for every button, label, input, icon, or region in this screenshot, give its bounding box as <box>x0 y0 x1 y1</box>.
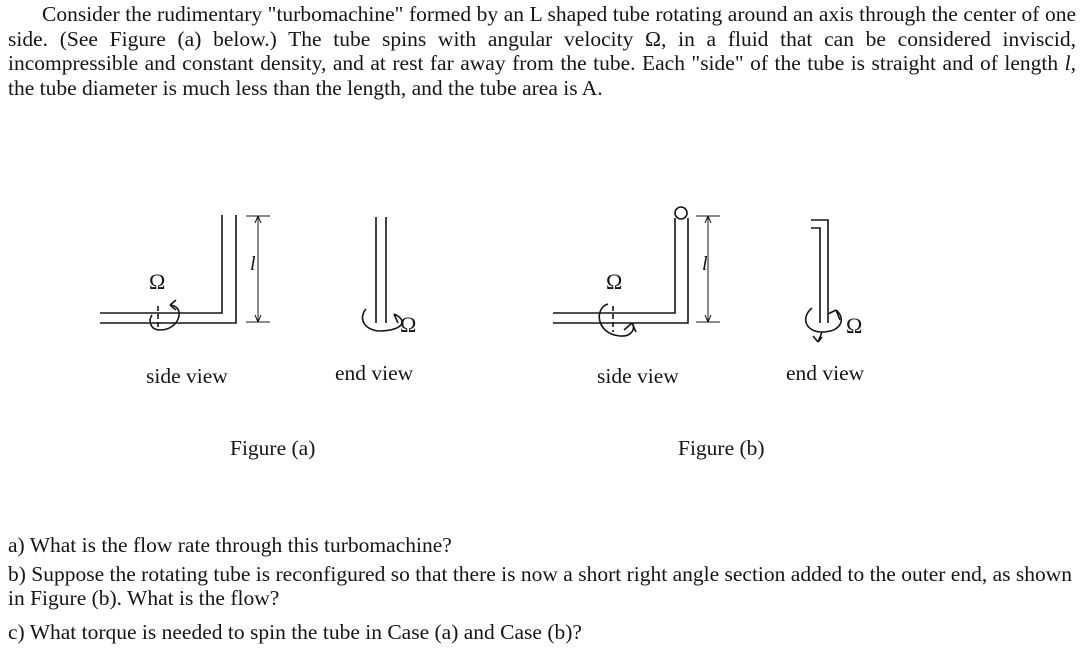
figure-b-tube-outer <box>553 218 676 314</box>
figure-b-rotation-arrow-tail <box>812 331 823 343</box>
figure-b-end-view-label: end view <box>786 361 865 385</box>
figure-b-rotation-arrow <box>598 303 635 337</box>
question-a: a) What is the flow rate through this tu… <box>8 533 452 557</box>
figure-a-end-circle <box>361 308 403 332</box>
figure-a-caption: Figure (a) <box>230 436 315 460</box>
figure-a-side-view-label: side view <box>146 364 228 388</box>
figure-b-dimension-line <box>696 215 720 323</box>
figure-a-tube-outer <box>100 215 223 314</box>
intro-text-part1: Consider the rudimentary "turbomachine" … <box>8 2 1076 75</box>
figure-b-caption: Figure (b) <box>678 436 765 460</box>
figure-b-end-tube <box>811 219 829 323</box>
figure-b-tube-end-cap <box>674 206 688 220</box>
figure-a-end-view <box>361 217 403 332</box>
figure-a-end-view-label: end view <box>335 361 414 385</box>
figure-b-side-view-label: side view <box>597 364 679 388</box>
figure-a-rotation-arrow <box>149 304 180 331</box>
figure-a-end-omega-label: Ω <box>400 312 416 337</box>
question-c: c) What torque is needed to spin the tub… <box>8 620 582 644</box>
figure-a-omega-label: Ω <box>149 269 165 294</box>
figure-b-omega-label: Ω <box>606 269 622 294</box>
figure-a-end-tube <box>375 217 387 323</box>
figure-b-side-view <box>553 206 720 337</box>
figure-b-end-view <box>804 219 843 343</box>
figure-b-length-label: l <box>702 253 708 275</box>
problem-statement: Consider the rudimentary "turbomachine" … <box>8 2 1076 100</box>
figure-b-end-omega-label: Ω <box>846 313 862 338</box>
figure-a-tube-inner <box>100 215 237 324</box>
figure-a-side-view <box>100 215 270 331</box>
intro-text-part2: , the tube diameter is much less than th… <box>8 51 1076 100</box>
figure-a-length-label: l <box>250 253 256 275</box>
question-b: b) Suppose the rotating tube is reconfig… <box>8 562 1072 610</box>
figure-b-tube-inner <box>553 218 689 324</box>
length-symbol: l <box>1064 51 1071 75</box>
